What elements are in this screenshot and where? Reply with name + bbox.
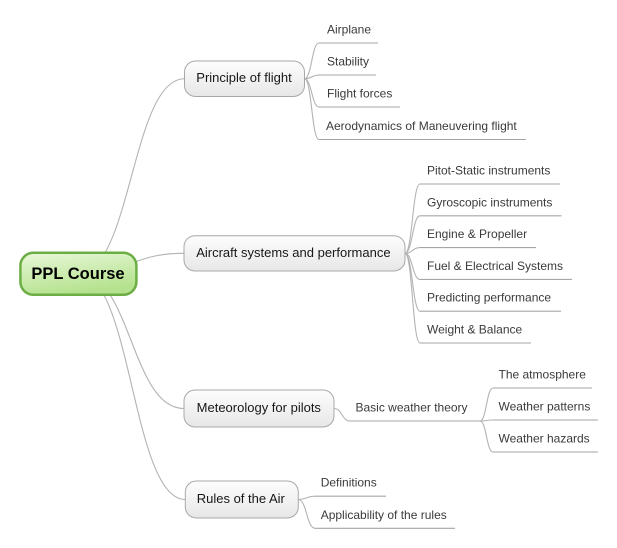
svg-text:Aircraft systems and performan: Aircraft systems and performance bbox=[196, 245, 390, 260]
svg-text:Principle of flight: Principle of flight bbox=[196, 70, 292, 85]
svg-text:Definitions: Definitions bbox=[321, 476, 377, 490]
svg-text:Weather hazards: Weather hazards bbox=[499, 432, 590, 446]
svg-text:The atmosphere: The atmosphere bbox=[499, 368, 587, 382]
svg-text:Engine & Propeller: Engine & Propeller bbox=[427, 227, 527, 241]
svg-text:Rules of the Air: Rules of the Air bbox=[197, 491, 286, 506]
svg-text:Airplane: Airplane bbox=[327, 23, 371, 37]
svg-text:Aerodynamics of Maneuvering fl: Aerodynamics of Maneuvering flight bbox=[326, 119, 517, 133]
svg-text:Pitot-Static instruments: Pitot-Static instruments bbox=[427, 164, 550, 178]
svg-text:Meteorology for pilots: Meteorology for pilots bbox=[197, 400, 322, 415]
svg-text:Weather patterns: Weather patterns bbox=[499, 400, 591, 414]
svg-text:Weight & Balance: Weight & Balance bbox=[427, 323, 522, 337]
svg-text:Flight forces: Flight forces bbox=[327, 87, 392, 101]
svg-text:Applicability of the rules: Applicability of the rules bbox=[321, 508, 447, 522]
svg-text:Stability: Stability bbox=[327, 55, 369, 69]
svg-text:PPL Course: PPL Course bbox=[31, 265, 124, 283]
svg-text:Basic weather theory: Basic weather theory bbox=[356, 401, 468, 415]
svg-text:Predicting performance: Predicting performance bbox=[427, 291, 551, 305]
svg-text:Fuel & Electrical Systems: Fuel & Electrical Systems bbox=[427, 259, 563, 273]
svg-text:Gyroscopic instruments: Gyroscopic instruments bbox=[427, 195, 552, 209]
